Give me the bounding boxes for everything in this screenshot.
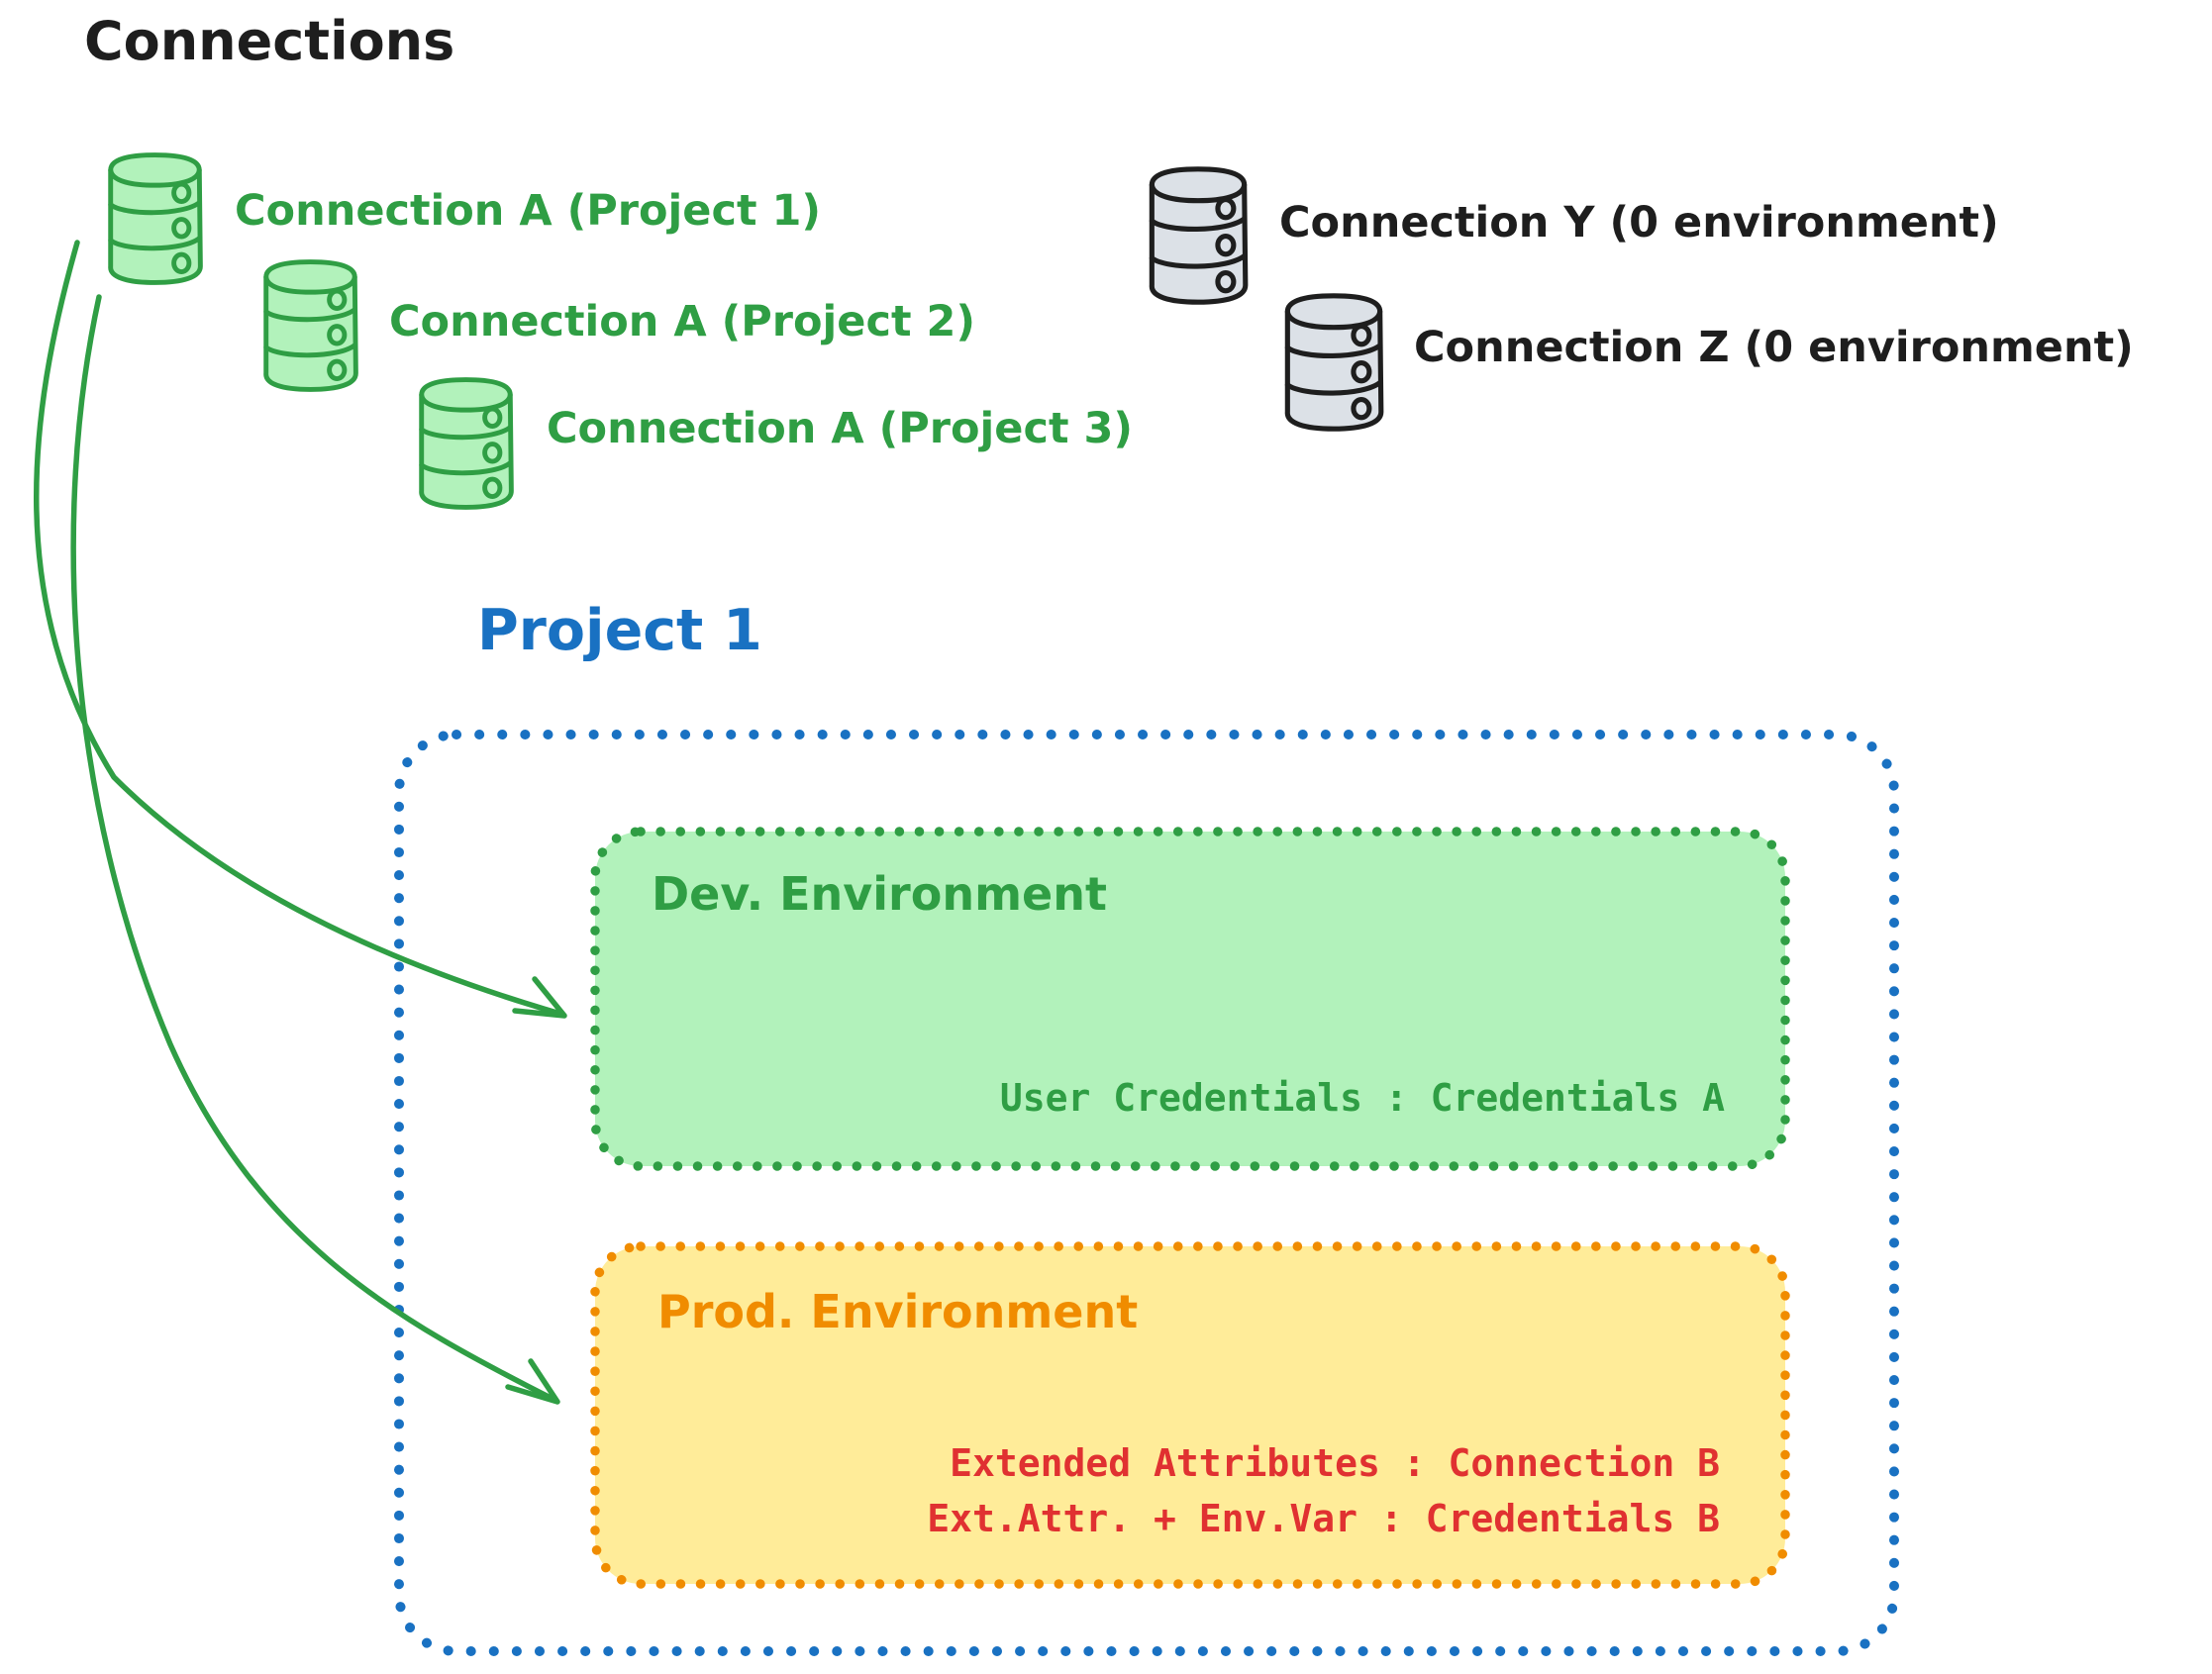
prod-mapping-extended-attributes: Extended Attributes : Connection B	[950, 1441, 1720, 1485]
prod-credentials-mappings: Extended Attributes : Connection B Ext.A…	[927, 1435, 1720, 1546]
database-icon	[1152, 169, 1246, 302]
connection-a-project-3-label: Connection A (Project 3)	[547, 404, 1134, 453]
project-1-title: Project 1	[477, 598, 762, 663]
project-1-container-box	[394, 730, 1899, 1656]
connection-y-label: Connection Y (0 environment)	[1279, 198, 1999, 247]
diagram-title: Connections	[84, 10, 455, 72]
dev-credentials-mapping: User Credentials : Credentials A	[999, 1076, 1725, 1120]
prod-mapping-ext-attr-env-var: Ext.Attr. + Env.Var : Credentials B	[927, 1497, 1720, 1540]
database-icon	[111, 155, 201, 283]
database-icon	[422, 380, 512, 508]
prod-environment-box	[590, 1241, 1790, 1589]
connection-z-label: Connection Z (0 environment)	[1414, 323, 2134, 372]
arrow-connection-a-to-prod	[70, 294, 560, 1405]
connection-a-project-1-label: Connection A (Project 1)	[235, 186, 822, 236]
dev-environment-title: Dev. Environment	[652, 867, 1107, 921]
prod-environment-title: Prod. Environment	[657, 1285, 1139, 1338]
database-icon	[266, 262, 356, 390]
arrow-connection-a-to-dev	[33, 240, 567, 1019]
connection-a-project-2-label: Connection A (Project 2)	[389, 297, 976, 346]
dev-environment-box	[590, 827, 1790, 1171]
database-icon	[1287, 296, 1381, 429]
